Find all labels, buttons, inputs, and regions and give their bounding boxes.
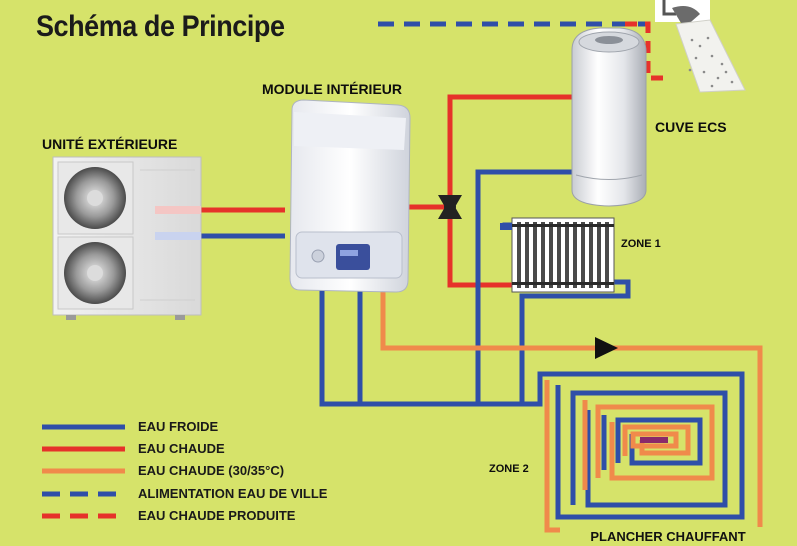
valve-icon (438, 195, 462, 219)
legend-label-cold: EAU FROIDE (138, 419, 219, 434)
cold-pipe-tank-return (475, 169, 575, 404)
legend-label-hot: EAU CHAUDE (138, 441, 225, 456)
cold-pipe-radiator-return (519, 279, 631, 404)
floor-heating-coil-icon (570, 390, 728, 508)
outdoor-unit-label: UNITÉ EXTÉRIEURE (42, 136, 178, 152)
outdoor-heat-pump-icon (52, 156, 202, 320)
indoor-module-icon (289, 99, 411, 293)
zone1-label: ZONE 1 (621, 238, 661, 250)
legend-label-city-water: ALIMENTATION EAU DE VILLE (138, 486, 328, 501)
floor-heating-label: PLANCHER CHAUFFANT (590, 529, 746, 544)
legend-swatches (42, 424, 125, 519)
water-tank-icon (571, 27, 647, 207)
dhw-tank-label: CUVE ECS (655, 119, 727, 135)
floor-heating-label-box: PLANCHER CHAUFFANT (560, 527, 776, 546)
warm-pipe-floor-supply (380, 290, 763, 533)
page-title: Schéma de Principe (36, 10, 285, 43)
zone2-label: ZONE 2 (489, 463, 529, 475)
legend-label-warm: EAU CHAUDE (30/35°C) (138, 463, 285, 478)
produced-hot-water-dashed (625, 21, 668, 81)
hot-pipe-module-to-tank (403, 94, 575, 210)
flow-arrow-icon (595, 337, 618, 359)
radiator-icon (500, 217, 615, 293)
legend-label-produced-hot: EAU CHAUDE PRODUITE (138, 508, 296, 523)
shower-icon (655, 0, 746, 93)
hot-pipe-to-radiator (447, 207, 525, 288)
indoor-module-label: MODULE INTÉRIEUR (262, 81, 402, 97)
